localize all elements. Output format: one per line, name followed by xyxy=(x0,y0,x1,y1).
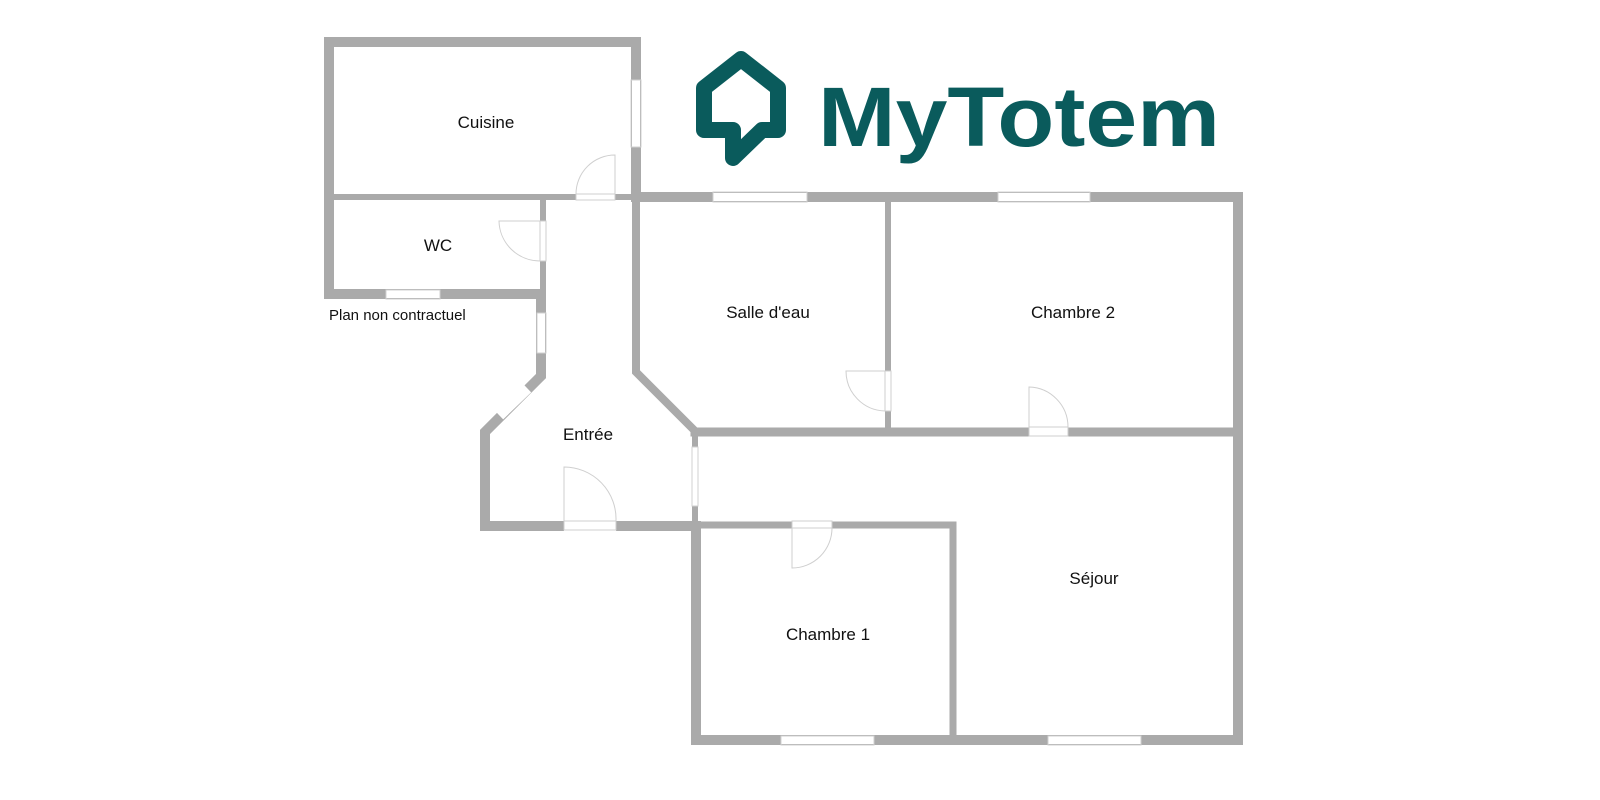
room-label-sejour: Séjour xyxy=(1069,569,1118,588)
room-label-entree: Entrée xyxy=(563,425,613,444)
brand-name: MyTotem xyxy=(818,70,1220,164)
walls xyxy=(324,37,1243,745)
doors xyxy=(498,154,1069,569)
room-labels: Cuisine WC Salle d'eau Chambre 2 Entrée … xyxy=(424,113,1119,644)
room-label-salle-deau: Salle d'eau xyxy=(726,303,810,322)
brand-logo: MyTotem xyxy=(696,51,1220,166)
windows xyxy=(385,79,1142,746)
room-label-chambre2: Chambre 2 xyxy=(1031,303,1115,322)
room-label-cuisine: Cuisine xyxy=(458,113,515,132)
house-speech-icon xyxy=(696,51,786,166)
room-label-wc: WC xyxy=(424,236,452,255)
room-label-chambre1: Chambre 1 xyxy=(786,625,870,644)
disclaimer: Plan non contractuel xyxy=(329,307,466,324)
